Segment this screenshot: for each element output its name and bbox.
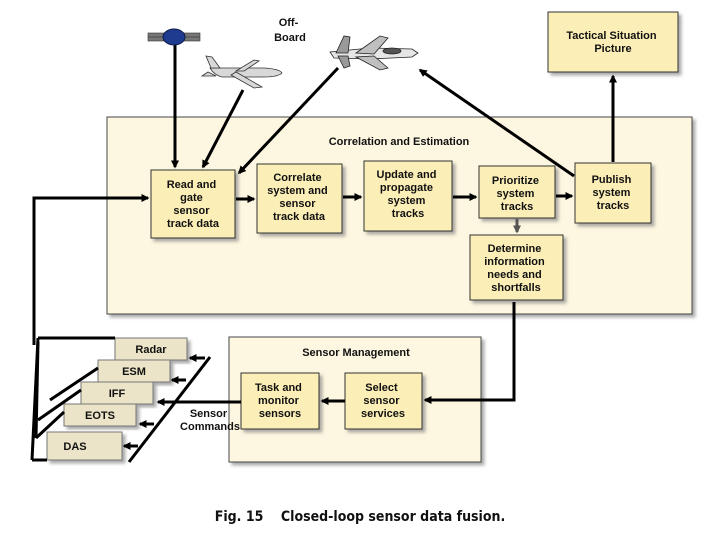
figure-caption: Fig. 15 Closed-loop sensor data fusion. <box>215 509 506 525</box>
box-correlate: Correlate system and sensor track data <box>256 163 343 234</box>
svg-text:DAS: DAS <box>63 441 86 453</box>
box-update: Update and propagate system tracks <box>363 160 453 232</box>
aircraft-icon <box>200 55 283 89</box>
svg-text:Read and gate sens: Read and gate sensor track data <box>167 179 220 230</box>
svg-text:Select sensor serv: Select sensor services <box>361 382 405 420</box>
sensor-commands-line-2: Commands <box>180 421 240 433</box>
offboard-line-1: Off- <box>279 17 299 29</box>
svg-text:Update and propagate: Update and propagate system tracks <box>377 169 440 220</box>
box-select: Select sensor services <box>344 372 423 430</box>
sensor-ladder <box>30 336 212 463</box>
svg-text:Off- Board: Off- Board <box>274 17 306 44</box>
svg-text:Radar: Radar <box>135 344 167 356</box>
sensor-commands-line-1: Sensor <box>190 408 228 420</box>
satellite-icon <box>147 28 201 46</box>
svg-text:Prioritize system: Prioritize system tracks <box>492 175 542 213</box>
correlation-title: Correlation and Estimation <box>329 136 470 148</box>
box-task: Task and monitor sensors <box>240 372 320 430</box>
svg-text:IFF: IFF <box>109 388 126 400</box>
tactical-line-2: Picture <box>594 43 631 55</box>
box-read-gate: Read and gate sensor track data <box>150 169 236 239</box>
tactical-line-1: Tactical Situation <box>566 30 657 42</box>
fighter-jet-icon <box>329 35 419 71</box>
sensor-esm: ESM <box>97 359 171 383</box>
svg-text:Publish system tra: Publish system tracks <box>592 174 635 212</box>
sensor-iff: IFF <box>80 381 154 405</box>
svg-text:Correlate system and: Correlate system and sensor track data <box>267 172 331 223</box>
tactical-situation-box <box>547 11 679 73</box>
svg-text:Tactical Situation Picture: Tactical Situation Picture <box>566 30 659 55</box>
svg-text:ESM: ESM <box>122 366 146 378</box>
sensor-stack: Radar ESM IFF EOTS DAS <box>46 337 188 461</box>
sensor-radar: Radar <box>114 337 188 361</box>
offboard-line-2: Board <box>274 32 306 44</box>
svg-text:EOTS: EOTS <box>85 410 115 422</box>
svg-text:Determine information: Determine information needs and shortfal… <box>484 243 548 294</box>
sensor-management-title: Sensor Management <box>302 347 410 359</box>
sensor-das: DAS <box>46 431 123 461</box>
box-publish: Publish system tracks <box>574 162 652 224</box>
svg-text:Sensor Commands: Sensor Commands <box>180 408 240 433</box>
sensor-command-arrows <box>122 354 241 450</box>
flow-arrows <box>32 44 617 405</box>
box-determine: Determine information needs and shortfal… <box>469 234 564 301</box>
sensor-eots: EOTS <box>63 403 137 427</box>
box-prioritize: Prioritize system tracks <box>478 165 556 219</box>
svg-text:Task and monitor s: Task and monitor sensors <box>255 382 305 420</box>
